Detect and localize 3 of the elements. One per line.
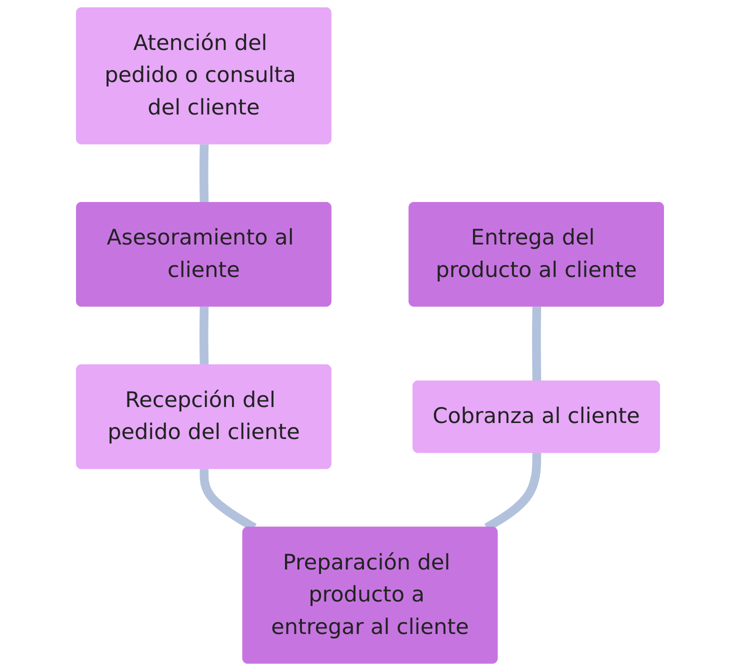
- connector: [199, 144, 209, 204]
- connector: [532, 306, 542, 382]
- connector: [199, 306, 209, 366]
